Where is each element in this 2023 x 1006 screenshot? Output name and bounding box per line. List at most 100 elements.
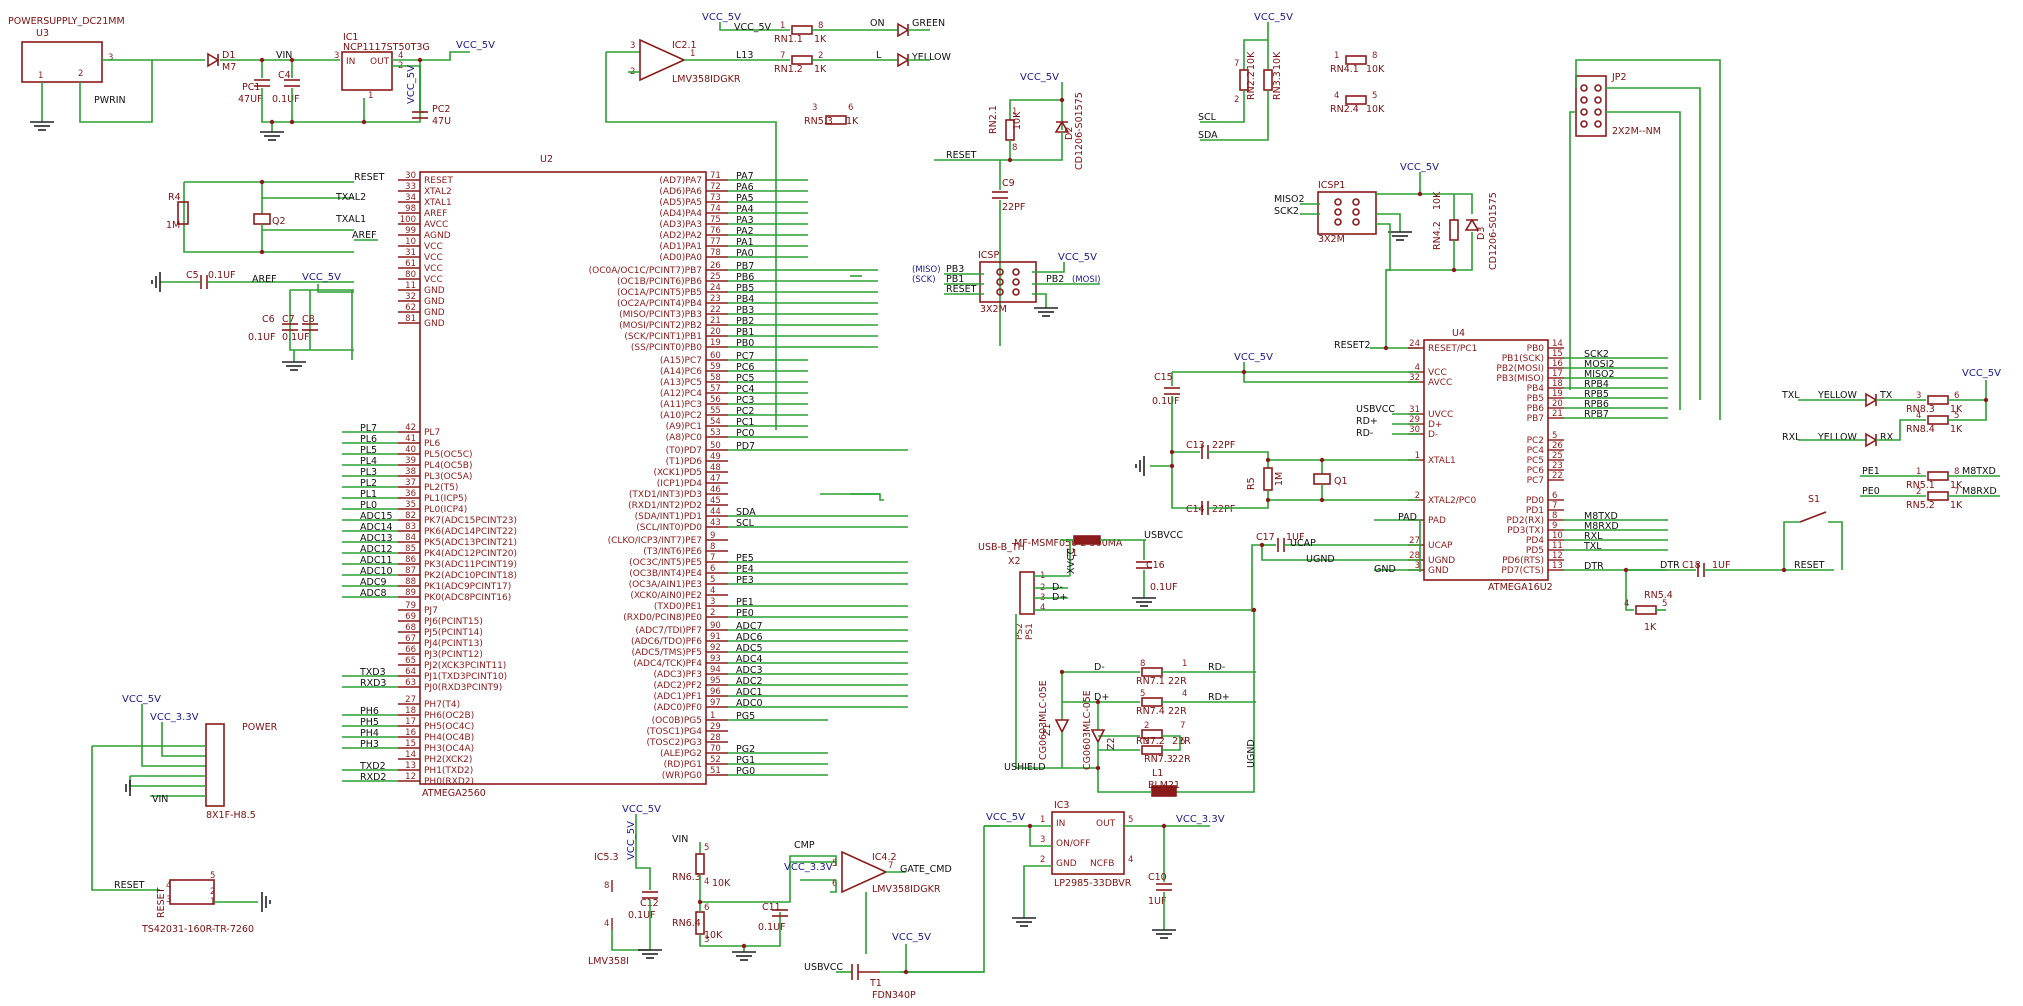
svg-text:4: 4 [1182,689,1187,699]
ic2-1-ref: IC2.1 [672,40,697,51]
net-m8rxd-right: M8RXD [1962,486,1997,497]
vcc5-label: VCC_5V [622,804,661,815]
net-label: PL1 [360,489,377,500]
c4-val: 0.1UF [272,94,300,105]
u2-pin-name: PK2(ADC10PCINT18) [424,571,517,581]
u2-pin-number: 14 [405,750,416,760]
svg-text:RD+: RD+ [1356,416,1378,427]
net-label: PB4 [736,294,754,305]
u4-pin-name: RESET/PC1 [1428,344,1477,354]
u2-pin-number: 22 [710,305,721,315]
u2-pin-name: (TXD1/INT3)PD3 [629,490,702,500]
u4-pin-name: PC5 [1527,456,1544,466]
u2-pin-name: PH7(T4) [424,700,460,710]
z2-ref: Z2 [1106,737,1117,750]
net-label: RXD2 [360,772,386,783]
u2-pin-name: (CLKO/ICP3/INT7)PE7 [608,536,702,546]
rn7-1-ref: RN7.1 [1136,676,1165,687]
ic2-1-desc: LMV358IDGKR [672,74,741,85]
svg-text:PB2: PB2 [1046,274,1064,285]
u2-pin-number: 94 [710,665,721,675]
u2-pin-name: (T1)PD6 [666,457,703,467]
svg-text:1K: 1K [814,64,827,75]
usb-section: MF-MSMF050-2 500MA F1 USBVCC C16 0.1UF U… [978,530,1257,797]
u4-pin-number: 20 [1552,399,1563,409]
net-label: RPB5 [1584,389,1609,400]
u2-pin-number: 5 [710,575,715,585]
u2-pin-name: RESET [424,176,453,186]
net-label: ADC10 [360,566,393,577]
u2-pin-name: PL3(OC5A) [424,472,472,482]
u2-pin-name: PL6 [424,439,440,449]
net-label: PA7 [736,171,754,182]
comparator-section: VIN 54 RN6.3 10K 63 RN6.4 10K C11 0.1UF … [672,834,984,1001]
u2-pin-name: (AD4)PA4 [659,209,702,219]
svg-text:7: 7 [1180,721,1185,731]
svg-text:PAD: PAD [1398,512,1417,523]
u2-pin-name: VCC [424,275,443,285]
z2-desc: CG0603MLC-05E [1082,690,1093,770]
svg-text:4: 4 [1040,603,1045,613]
svg-text:D-: D- [1052,582,1063,593]
z1-desc: CG0603MLC-05E [1038,680,1049,760]
u4-pin-name: PAD [1428,516,1446,526]
svg-text:7: 7 [1954,487,1959,497]
u2-pin-number: 18 [405,706,416,716]
ic3-ref: IC3 [1054,800,1069,811]
u2-ref: U2 [540,154,553,165]
led-l-label: L [876,50,882,61]
jp2-header: JP2 2X2M--NM [1569,59,1721,420]
u2-pin-number: 63 [405,678,416,688]
svg-text:1K: 1K [1644,622,1657,633]
power-header: VCC_5V VCC_3.3V POWER 8X1F-H8.5 VIN RESE… [91,694,278,935]
net-label: ADC1 [736,687,763,698]
c7-val: 0.1UF [282,332,310,343]
u2-pin-number: 51 [710,766,721,776]
svg-text:10K: 10K [1366,104,1385,115]
u4-pin-number: 28 [1409,551,1420,561]
u4-desc: ATMEGA16U2 [1488,582,1553,593]
svg-text:10K: 10K [1366,64,1385,75]
svg-text:4: 4 [1624,599,1629,609]
u4-pin-name: UVCC [1428,410,1453,420]
opamp-icon [841,850,888,894]
u2-pin-number: 26 [710,261,721,271]
u2-pin-number: 45 [710,496,721,506]
u2-pin-name: PK0(ADC8PCINT16) [424,593,511,603]
t1-desc: FDN340P [872,990,916,1001]
led-yellow-label: YELLOW [911,52,952,63]
u2-pin-number: 87 [405,566,416,576]
u2-pin-name: PK7(ADC15PCINT23) [424,516,517,526]
net-label: PH5 [360,717,379,728]
net-label: ADC15 [360,511,393,522]
net-label: PL2 [360,478,377,489]
svg-text:VCC_5V: VCC_5V [734,22,772,33]
u2-pin-name: (ADC3)PF3 [654,670,702,680]
tvs-icon [1054,719,1070,734]
net-label: M8TXD [1584,511,1618,522]
u2-pin-name: (A8)PC0 [666,433,703,443]
svg-text:1: 1 [690,49,695,59]
c7-ref: C7 [282,314,295,325]
svg-text:5: 5 [1662,599,1667,609]
u4-pin-number: 12 [1552,551,1563,561]
u4-pin-name: PB2(MOSI) [1496,364,1544,374]
dc-jack-ref: U3 [36,28,49,39]
u2-pin-name: PL2(T5) [424,483,458,493]
svg-text:YELLOW: YELLOW [1817,432,1858,443]
vcc5-label: VCC_5V [1400,162,1439,173]
u2-pin-name: (A11)PC3 [660,400,702,410]
u2-pin-name: (ALE)PG2 [660,749,702,759]
u2-pin-number: 66 [405,645,416,655]
u2-pin-number: 58 [710,373,721,383]
rn2-4-ref: RN2.4 [1330,104,1359,115]
ic3-regulator: IC3 IN ON/OFF GND OUT NCFB 132 54 LP2985… [900,800,1225,973]
u4-pin-name: XTAL1 [1428,456,1456,466]
u2-pin-name: (AD5)PA5 [659,198,702,208]
vcc33-label: VCC_3.3V [1176,814,1225,825]
u4-pin-number: 1 [1415,451,1420,461]
c13-ref: C13 [1186,440,1205,451]
u2-pin-name: (TOSC2)PG3 [647,738,702,748]
